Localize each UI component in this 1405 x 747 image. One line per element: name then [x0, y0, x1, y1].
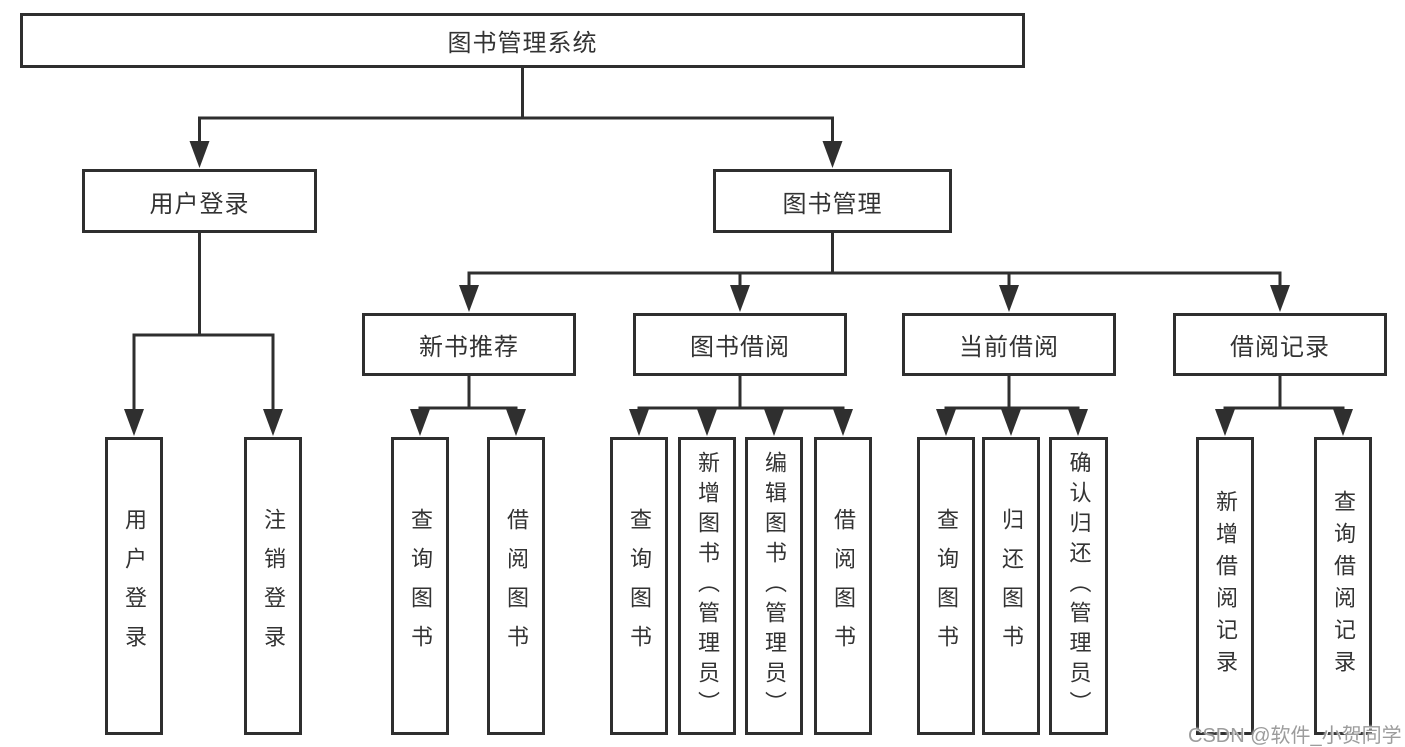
leaf-borrow-books-recommend: 借阅图书 [487, 437, 545, 735]
leaf-add-book-admin-label: 新增图书（管理员） [695, 451, 720, 721]
leaf-borrow-books-borrowing: 借阅图书 [814, 437, 872, 735]
leaf-borrow-books-borrowing-label: 借阅图书 [831, 508, 856, 664]
leaf-return-book-label: 归还图书 [999, 508, 1024, 664]
leaf-user-login: 用户登录 [105, 437, 163, 735]
leaf-query-books-current-label: 查询图书 [934, 508, 959, 664]
node-new-book-recommend: 新书推荐 [362, 313, 576, 376]
node-book-management: 图书管理 [713, 169, 952, 233]
leaf-query-books-recommend: 查询图书 [391, 437, 449, 735]
leaf-add-book-admin: 新增图书（管理员） [678, 437, 736, 735]
leaf-query-borrow-record-label: 查询借阅记录 [1331, 490, 1356, 682]
leaf-confirm-return-admin: 确认归还（管理员） [1049, 437, 1108, 735]
node-book-borrowing: 图书借阅 [633, 313, 847, 376]
leaf-edit-book-admin-label: 编辑图书（管理员） [762, 451, 787, 721]
node-book-management-label: 图书管理 [782, 190, 883, 218]
leaf-query-books-current: 查询图书 [917, 437, 975, 735]
node-new-book-recommend-label: 新书推荐 [419, 334, 519, 361]
leaf-logout-label: 注销登录 [261, 508, 286, 664]
leaf-query-borrow-record: 查询借阅记录 [1314, 437, 1372, 735]
leaf-return-book: 归还图书 [982, 437, 1040, 735]
leaf-query-books-recommend-label: 查询图书 [408, 508, 433, 664]
node-current-borrowing: 当前借阅 [902, 313, 1116, 376]
watermark: CSDN @软件_小贺同学 [1188, 725, 1402, 747]
leaf-edit-book-admin: 编辑图书（管理员） [745, 437, 803, 735]
node-user-login-label: 用户登录 [149, 190, 250, 218]
leaf-query-books-borrowing: 查询图书 [610, 437, 668, 735]
leaf-borrow-books-recommend-label: 借阅图书 [504, 508, 529, 664]
node-library-system-label: 图书管理系统 [447, 30, 598, 57]
node-book-borrowing-label: 图书借阅 [690, 334, 790, 361]
leaf-add-borrow-record-label: 新增借阅记录 [1213, 490, 1238, 682]
leaf-query-books-borrowing-label: 查询图书 [627, 508, 652, 664]
node-user-login: 用户登录 [82, 169, 317, 233]
node-borrow-records-label: 借阅记录 [1230, 334, 1330, 361]
leaf-user-login-label: 用户登录 [122, 508, 147, 664]
node-borrow-records: 借阅记录 [1173, 313, 1387, 376]
node-current-borrowing-label: 当前借阅 [959, 334, 1059, 361]
leaf-add-borrow-record: 新增借阅记录 [1196, 437, 1254, 735]
node-library-system: 图书管理系统 [20, 13, 1025, 68]
leaf-confirm-return-admin-label: 确认归还（管理员） [1066, 451, 1092, 721]
leaf-logout: 注销登录 [244, 437, 302, 735]
